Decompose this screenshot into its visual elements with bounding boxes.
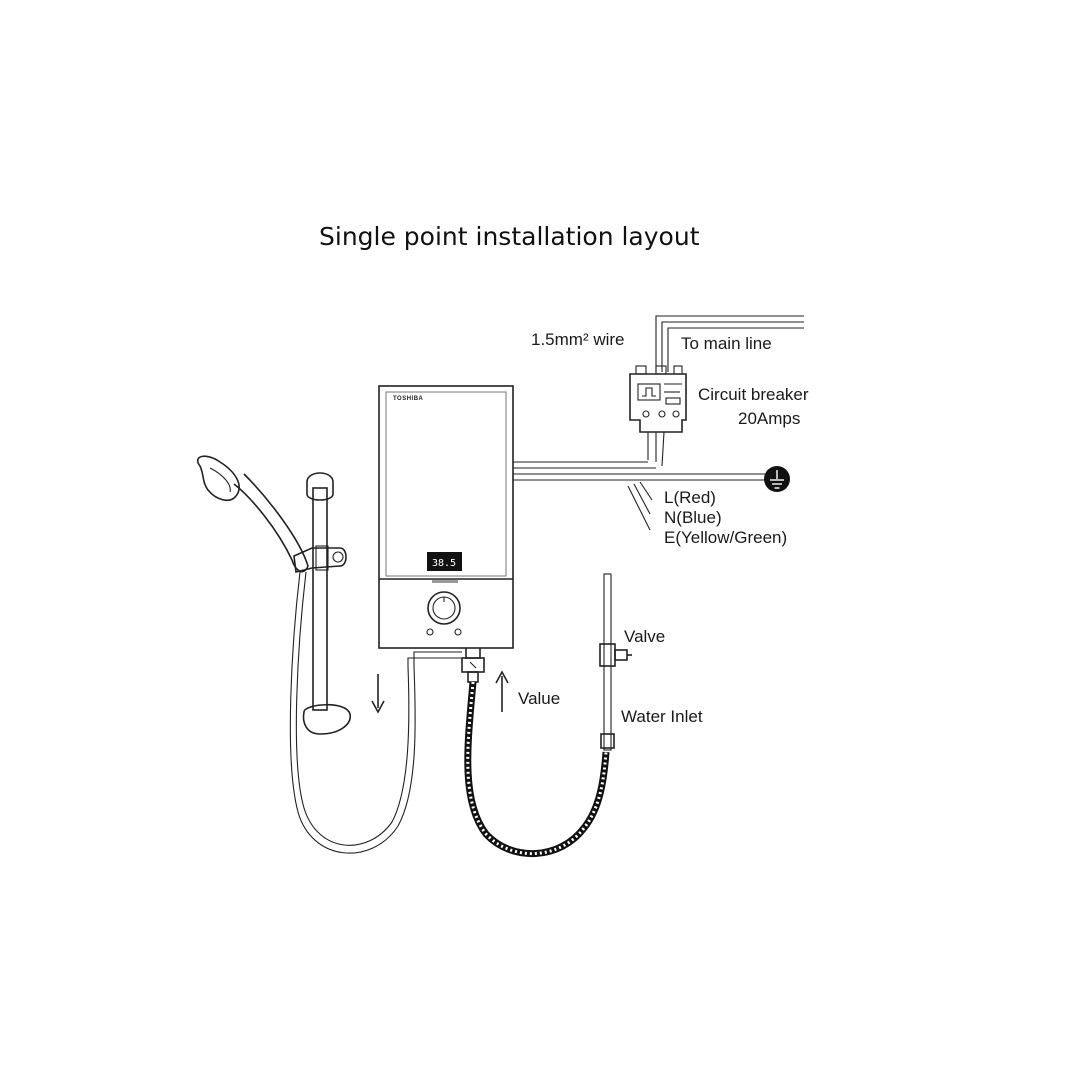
shower-hose xyxy=(289,571,462,854)
wire-spec-label: 1.5mm² wire xyxy=(531,330,625,349)
circuit-breaker-label: Circuit breaker xyxy=(698,385,809,404)
shower-rail xyxy=(293,472,351,735)
value-label: Value xyxy=(518,689,560,708)
diagram-title: Single point installation layout xyxy=(319,222,700,251)
water-inlet-pipe xyxy=(600,573,615,751)
ground-symbol-icon xyxy=(764,466,790,492)
breaker-output-wires xyxy=(647,431,665,467)
main-line-label: To main line xyxy=(681,334,772,353)
heater-brand-logo: TOSHIBA xyxy=(393,396,424,402)
arrow-up-icon xyxy=(495,670,509,712)
heater-display xyxy=(427,552,462,571)
circuit-breaker-rating: 20Amps xyxy=(738,409,800,428)
earth-wire-label: E(Yellow/Green) xyxy=(664,528,787,547)
inlet-hose xyxy=(464,681,610,857)
heater-display-reading: 38.5 xyxy=(432,558,456,569)
neutral-wire-label: N(Blue) xyxy=(664,508,722,527)
arrow-down-icon xyxy=(371,674,385,714)
shower-handset-icon xyxy=(196,455,309,573)
temperature-knob-icon xyxy=(427,591,461,625)
water-heater: TOSHIBA 38.5 xyxy=(378,385,514,683)
supply-cable xyxy=(513,461,768,531)
valve-icon xyxy=(599,643,632,667)
live-wire-label: L(Red) xyxy=(664,488,716,507)
valve-label: Valve xyxy=(624,627,665,646)
water-inlet-label: Water Inlet xyxy=(621,707,703,726)
main-line-wires xyxy=(655,315,804,372)
circuit-breaker-icon xyxy=(629,365,687,433)
